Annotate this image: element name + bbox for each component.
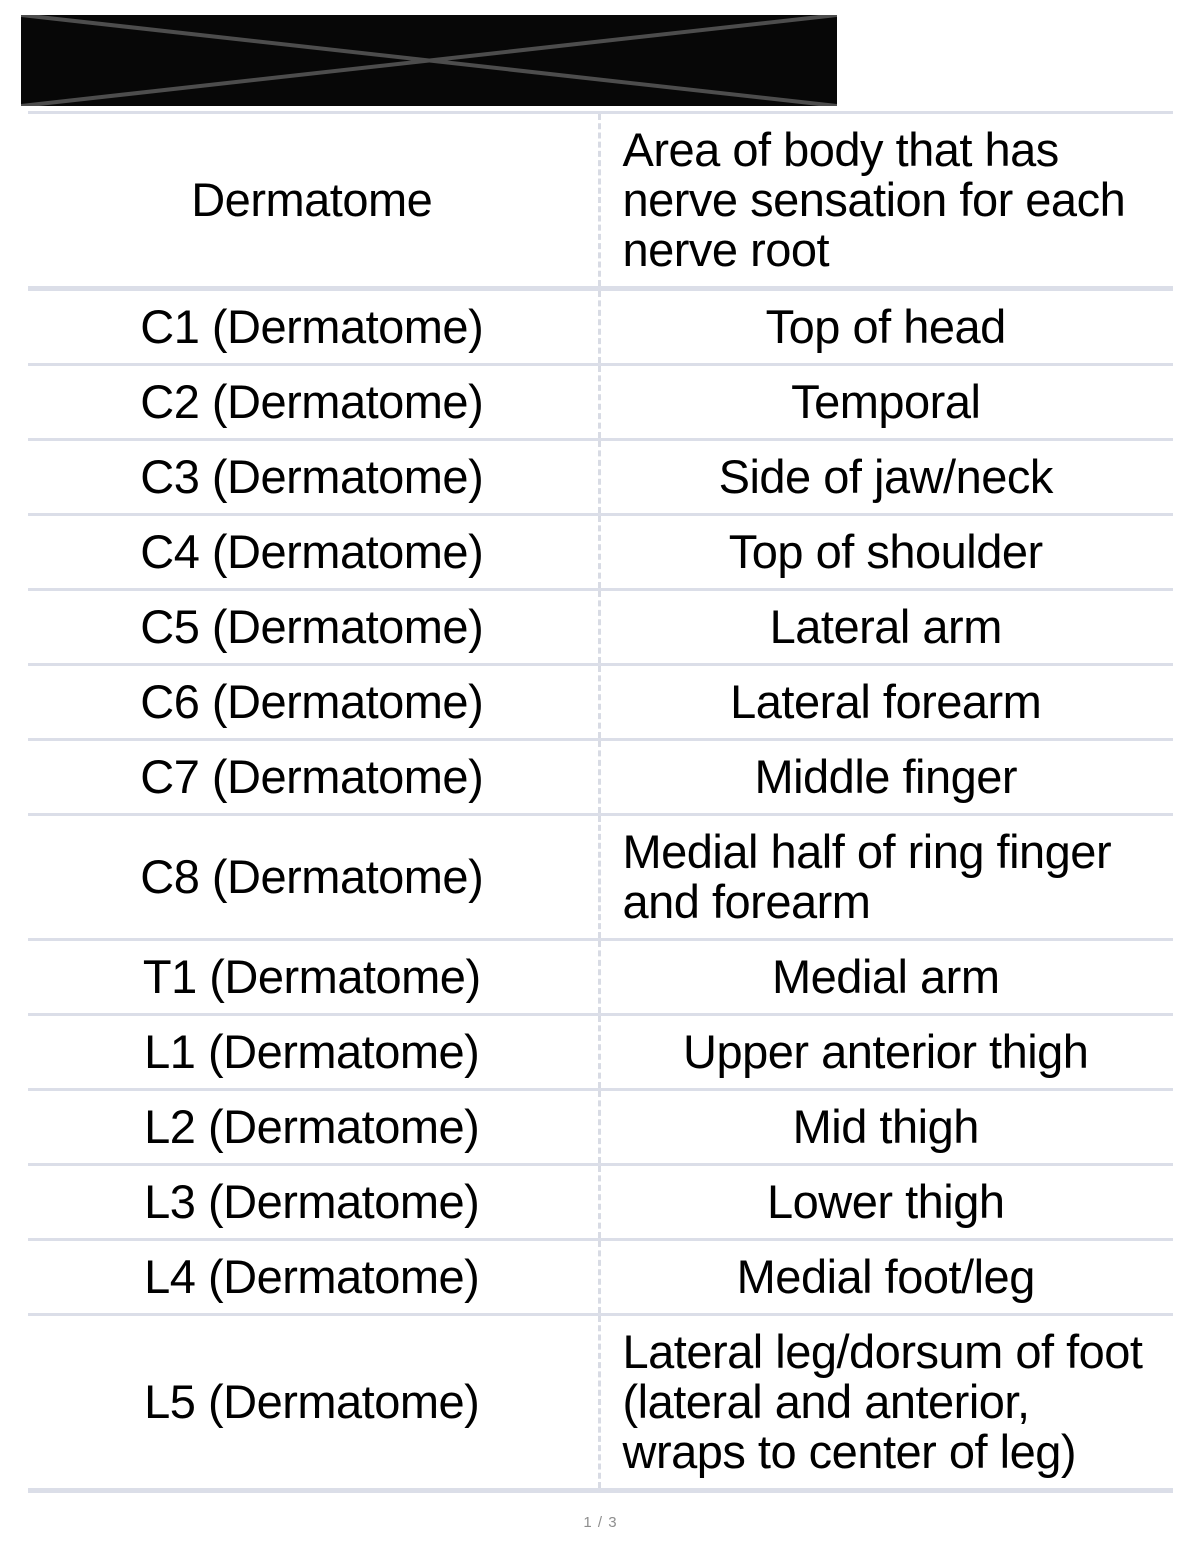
dermatome-cell: C6 (Dermatome) bbox=[28, 663, 599, 740]
table-header-row: Dermatome Area of body that has nerve se… bbox=[28, 111, 1173, 291]
dermatome-cell: L3 (Dermatome) bbox=[28, 1163, 599, 1240]
dermatome-cell: C1 (Dermatome) bbox=[28, 287, 599, 365]
area-cell: Lateral arm bbox=[597, 588, 1173, 665]
dermatome-cell: C7 (Dermatome) bbox=[28, 738, 599, 815]
document-page: Dermatome Area of body that has nerve se… bbox=[0, 15, 1200, 1568]
broken-image-placeholder bbox=[21, 15, 837, 106]
dermatome-cell: T1 (Dermatome) bbox=[28, 938, 599, 1015]
area-cell: Mid thigh bbox=[597, 1088, 1173, 1165]
table-row: L4 (Dermatome) Medial foot/leg bbox=[28, 1238, 1173, 1315]
area-cell: Middle finger bbox=[597, 738, 1173, 815]
table-row: C7 (Dermatome) Middle finger bbox=[28, 738, 1173, 815]
area-cell: Side of jaw/neck bbox=[597, 438, 1173, 515]
area-cell: Top of shoulder bbox=[597, 513, 1173, 590]
dermatome-cell: L2 (Dermatome) bbox=[28, 1088, 599, 1165]
table-row: L3 (Dermatome) Lower thigh bbox=[28, 1163, 1173, 1240]
area-cell: Lateral leg/dorsum of foot (lateral and … bbox=[597, 1313, 1173, 1493]
table-row: L1 (Dermatome) Upper anterior thigh bbox=[28, 1013, 1173, 1090]
dermatome-cell: L1 (Dermatome) bbox=[28, 1013, 599, 1090]
dermatome-table: Dermatome Area of body that has nerve se… bbox=[28, 111, 1173, 1493]
dermatome-cell: L4 (Dermatome) bbox=[28, 1238, 599, 1315]
header-area: Area of body that has nerve sensation fo… bbox=[597, 111, 1173, 291]
area-cell: Medial foot/leg bbox=[597, 1238, 1173, 1315]
table-row: C8 (Dermatome) Medial half of ring finge… bbox=[28, 813, 1173, 940]
dermatome-cell: C8 (Dermatome) bbox=[28, 813, 599, 940]
dermatome-cell: C2 (Dermatome) bbox=[28, 363, 599, 440]
area-cell: Upper anterior thigh bbox=[597, 1013, 1173, 1090]
area-cell: Lower thigh bbox=[597, 1163, 1173, 1240]
dermatome-cell: C4 (Dermatome) bbox=[28, 513, 599, 590]
table-row: T1 (Dermatome) Medial arm bbox=[28, 938, 1173, 1015]
dermatome-cell: C5 (Dermatome) bbox=[28, 588, 599, 665]
table-row: C5 (Dermatome) Lateral arm bbox=[28, 588, 1173, 665]
dermatome-cell: L5 (Dermatome) bbox=[28, 1313, 599, 1493]
table-row: C2 (Dermatome) Temporal bbox=[28, 363, 1173, 440]
broken-image-x-icon bbox=[21, 15, 837, 106]
header-dermatome: Dermatome bbox=[28, 111, 599, 291]
area-cell: Temporal bbox=[597, 363, 1173, 440]
table-row: C4 (Dermatome) Top of shoulder bbox=[28, 513, 1173, 590]
table-row: C1 (Dermatome) Top of head bbox=[28, 287, 1173, 365]
table-row: C6 (Dermatome) Lateral forearm bbox=[28, 663, 1173, 740]
table-row: L5 (Dermatome) Lateral leg/dorsum of foo… bbox=[28, 1313, 1173, 1493]
area-cell: Lateral forearm bbox=[597, 663, 1173, 740]
area-cell: Medial half of ring finger and forearm bbox=[597, 813, 1173, 940]
area-cell: Top of head bbox=[597, 287, 1173, 365]
dermatome-cell: C3 (Dermatome) bbox=[28, 438, 599, 515]
area-cell: Medial arm bbox=[597, 938, 1173, 1015]
page-number: 1 / 3 bbox=[583, 1514, 618, 1531]
table-row: L2 (Dermatome) Mid thigh bbox=[28, 1088, 1173, 1165]
table-row: C3 (Dermatome) Side of jaw/neck bbox=[28, 438, 1173, 515]
